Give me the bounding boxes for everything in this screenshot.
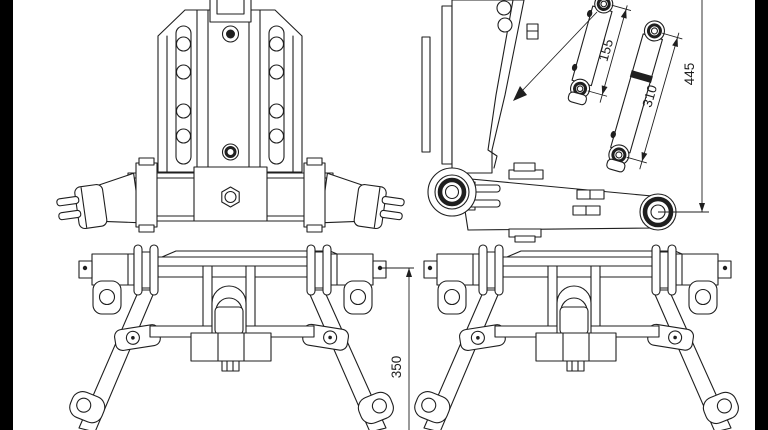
arm-top-tab2 bbox=[513, 162, 536, 172]
mast-hole-2 bbox=[497, 17, 513, 33]
channel-right bbox=[248, 9, 261, 173]
link-pin-dot bbox=[571, 63, 578, 72]
channel-left bbox=[196, 9, 209, 173]
dimension-350: 350 bbox=[378, 267, 414, 430]
dim-label-310: 310 bbox=[639, 83, 660, 109]
dimension-445: 445 bbox=[676, 0, 709, 213]
dim-label-350: 350 bbox=[389, 356, 404, 379]
arm-eye-left bbox=[427, 167, 477, 217]
left-black-bar bbox=[0, 0, 13, 430]
upper-link: 155 bbox=[567, 0, 632, 106]
arm-bottom-tab2 bbox=[514, 235, 536, 243]
link-pin-dot bbox=[586, 9, 593, 18]
bolt-lower bbox=[221, 143, 240, 161]
link-pin-dot bbox=[610, 131, 616, 139]
hex-nut bbox=[221, 186, 240, 208]
dim-label-445: 445 bbox=[682, 63, 697, 86]
dim-label-155: 155 bbox=[596, 37, 617, 63]
arm-eye-right bbox=[639, 193, 703, 231]
dimension-155: 155 bbox=[587, 4, 632, 103]
lift-link: 310 bbox=[606, 20, 683, 173]
link-collar bbox=[629, 70, 653, 83]
bolt-upper bbox=[221, 25, 240, 43]
mast-rib-rear bbox=[421, 36, 431, 153]
mast-plate bbox=[157, 9, 303, 173]
slot-left bbox=[175, 25, 192, 165]
leader-arrow bbox=[513, 11, 598, 101]
mast-rib-front bbox=[441, 5, 453, 165]
top-hook-inner bbox=[216, 0, 245, 15]
front-view bbox=[53, 0, 408, 235]
slot-right bbox=[268, 25, 285, 165]
dimension-310: 310 bbox=[626, 32, 683, 170]
mast-hole-1 bbox=[496, 0, 512, 16]
side-view: 155 310 445 bbox=[421, 0, 709, 243]
right-black-bar bbox=[755, 0, 768, 430]
